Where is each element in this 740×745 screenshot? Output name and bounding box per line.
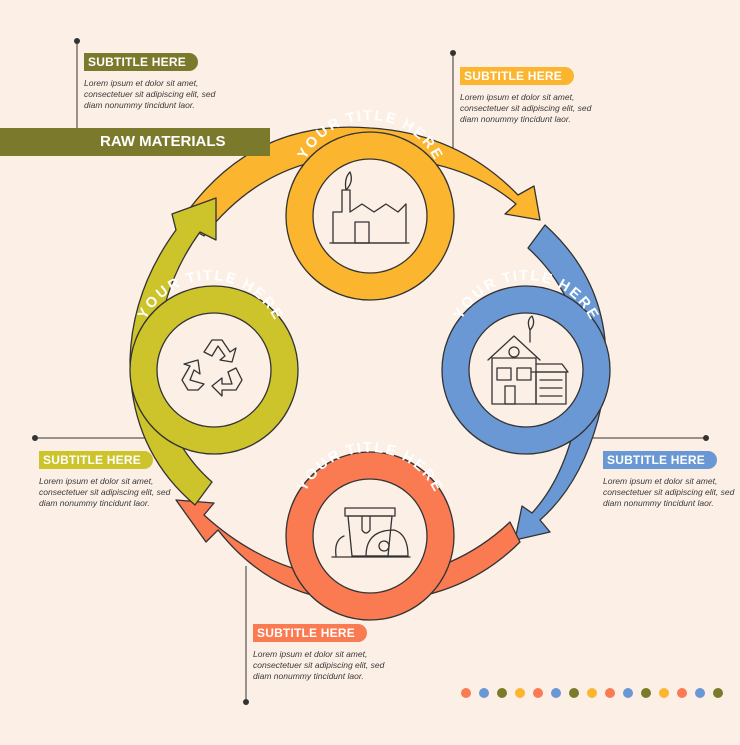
decorative-dot — [659, 688, 669, 698]
decorative-dot — [695, 688, 705, 698]
trash-bin-icon — [331, 507, 411, 558]
subtitle-pill-orange: SUBTITLE HERE — [253, 624, 367, 642]
decorative-dot — [677, 688, 687, 698]
decorative-dots — [461, 688, 723, 698]
decorative-dot — [587, 688, 597, 698]
decorative-dot — [641, 688, 651, 698]
callout-text-blue: Lorem ipsum et dolor sit amet, consectet… — [603, 476, 735, 508]
decorative-dot — [533, 688, 543, 698]
decorative-dot — [605, 688, 615, 698]
decorative-dot — [461, 688, 471, 698]
raw-materials-bar: RAW MATERIALS — [0, 128, 270, 156]
subtitle-pill-olive-left: SUBTITLE HERE — [39, 451, 153, 469]
decorative-dot — [551, 688, 561, 698]
decorative-dot — [497, 688, 507, 698]
decorative-dot — [569, 688, 579, 698]
callout-text-orange: Lorem ipsum et dolor sit amet, consectet… — [253, 649, 385, 681]
subtitle-pill-yellow: SUBTITLE HERE — [460, 67, 574, 85]
callout-text-olive-top: Lorem ipsum et dolor sit amet, consectet… — [84, 78, 216, 110]
decorative-dot — [623, 688, 633, 698]
subtitle-pill-blue: SUBTITLE HERE — [603, 451, 717, 469]
callout-text-yellow: Lorem ipsum et dolor sit amet, consectet… — [460, 92, 592, 124]
decorative-dot — [479, 688, 489, 698]
ring-blue — [441, 285, 611, 455]
factory-icon — [329, 171, 410, 244]
decorative-dot — [515, 688, 525, 698]
recycle-icon — [181, 339, 243, 397]
ring-orange — [285, 451, 455, 621]
subtitle-pill-olive-top: SUBTITLE HERE — [84, 53, 198, 71]
decorative-dot — [713, 688, 723, 698]
callout-text-olive-left: Lorem ipsum et dolor sit amet, consectet… — [39, 476, 171, 508]
raw-materials-label: RAW MATERIALS — [100, 133, 226, 150]
leader-lines — [35, 41, 706, 702]
leader-dots — [32, 38, 709, 705]
ring-olive — [129, 285, 299, 455]
house-icon — [487, 315, 569, 405]
ring-yellow — [285, 131, 455, 301]
stage-rings — [129, 131, 611, 621]
